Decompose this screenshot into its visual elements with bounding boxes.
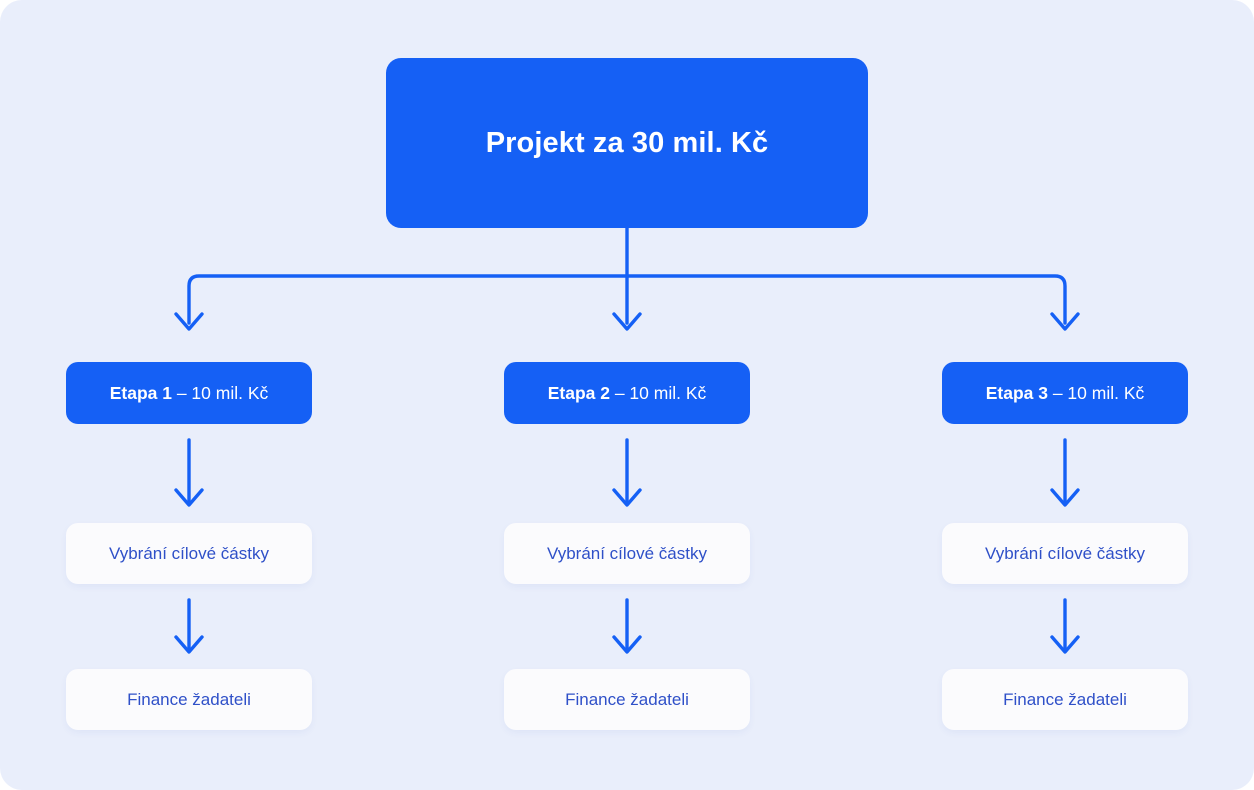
node-root-label: Projekt za 30 mil. Kč: [485, 126, 769, 159]
node-etapa-3-amount: – 10 mil. Kč: [1047, 382, 1145, 403]
arrow-down-icon-etapa2-pick2: [612, 488, 642, 507]
node-pick-amount-3[interactable]: Vybrání cílové částky: [942, 523, 1188, 584]
node-etapa-1-amount: – 10 mil. Kč: [171, 382, 269, 403]
node-pick-amount-3-label: Vybrání cílové částky: [985, 543, 1145, 563]
node-etapa-2[interactable]: Etapa 2 – 10 mil. Kč: [504, 362, 750, 424]
node-etapa-3-name: Etapa 3: [985, 382, 1048, 403]
node-etapa-1-text: Etapa 1 – 10 mil. Kč: [110, 383, 269, 404]
node-etapa-3[interactable]: Etapa 3 – 10 mil. Kč: [942, 362, 1188, 424]
arrow-down-icon-pick3-fin3: [1050, 635, 1080, 654]
node-finance-2[interactable]: Finance žadateli: [504, 669, 750, 730]
node-root[interactable]: Projekt za 30 mil. Kč: [386, 58, 868, 228]
node-etapa-3-text: Etapa 3 – 10 mil. Kč: [986, 383, 1145, 404]
node-etapa-1[interactable]: Etapa 1 – 10 mil. Kč: [66, 362, 312, 424]
node-pick-amount-1[interactable]: Vybrání cílové částky: [66, 523, 312, 584]
arrow-down-icon-pick2-fin2: [612, 635, 642, 654]
node-finance-3[interactable]: Finance žadateli: [942, 669, 1188, 730]
arrow-down-icon-branch-3: [1050, 312, 1080, 331]
node-etapa-2-amount: – 10 mil. Kč: [609, 382, 707, 403]
node-pick-amount-1-label: Vybrání cílové částky: [109, 543, 269, 563]
arrow-down-icon-etapa1-pick1: [174, 488, 204, 507]
node-finance-2-label: Finance žadateli: [565, 689, 689, 709]
node-etapa-1-name: Etapa 1: [109, 382, 172, 403]
distribution-rail: [187, 274, 1067, 325]
node-pick-amount-2[interactable]: Vybrání cílové částky: [504, 523, 750, 584]
arrow-down-icon-pick1-fin1: [174, 635, 204, 654]
node-pick-amount-2-label: Vybrání cílové částky: [547, 543, 707, 563]
node-etapa-2-name: Etapa 2: [547, 382, 610, 403]
node-finance-1[interactable]: Finance žadateli: [66, 669, 312, 730]
node-etapa-2-text: Etapa 2 – 10 mil. Kč: [548, 383, 707, 404]
arrow-down-icon-branch-2: [612, 312, 642, 331]
arrow-down-icon-branch-1: [174, 312, 204, 331]
node-finance-1-label: Finance žadateli: [127, 689, 251, 709]
node-finance-3-label: Finance žadateli: [1003, 689, 1127, 709]
arrow-down-icon-etapa3-pick3: [1050, 488, 1080, 507]
